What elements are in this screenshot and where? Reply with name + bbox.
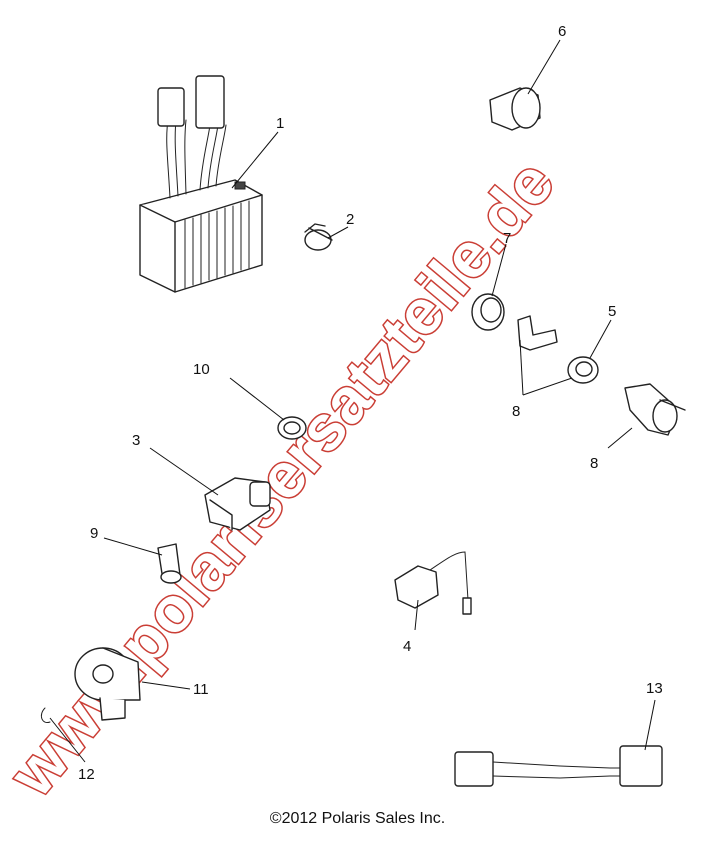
callout-12: 12 <box>78 766 95 783</box>
part-5-nut <box>567 356 599 384</box>
callout-4: 4 <box>403 638 411 655</box>
callout-8b: 8 <box>590 455 598 472</box>
watermark-text: www.polarisersatzteile.de <box>0 146 568 810</box>
leader-lines <box>49 39 656 763</box>
part-11-knock-sensor <box>74 647 141 721</box>
callout-5: 5 <box>608 303 616 320</box>
part-12-clip <box>40 707 51 724</box>
callout-7: 7 <box>503 230 511 247</box>
callout-2: 2 <box>346 211 354 228</box>
part-1-voltage-regulator <box>139 75 263 293</box>
part-8-switch <box>624 383 686 436</box>
part-8-bracket <box>517 315 558 351</box>
callout-6: 6 <box>558 23 566 40</box>
part-2-bolt <box>304 223 333 251</box>
part-10-washer <box>277 416 307 440</box>
callout-8a: 8 <box>512 403 520 420</box>
part-13-harness <box>454 745 663 787</box>
callout-13: 13 <box>646 680 663 697</box>
callout-1: 1 <box>276 115 284 132</box>
callout-10: 10 <box>193 361 210 378</box>
part-9-bolt <box>157 543 182 584</box>
callout-11: 11 <box>193 681 209 698</box>
part-3-speed-sensor <box>204 477 271 531</box>
callout-3: 3 <box>132 432 140 449</box>
part-7-grommet <box>471 293 505 331</box>
part-4-temp-sensor <box>394 551 472 615</box>
part-6-sensor-cap <box>489 87 541 131</box>
callout-9: 9 <box>90 525 98 542</box>
callout-labels: 1 2 3 4 5 6 7 8 8 9 10 11 12 13 <box>78 23 663 783</box>
copyright-notice: ©2012 Polaris Sales Inc. <box>269 810 446 827</box>
